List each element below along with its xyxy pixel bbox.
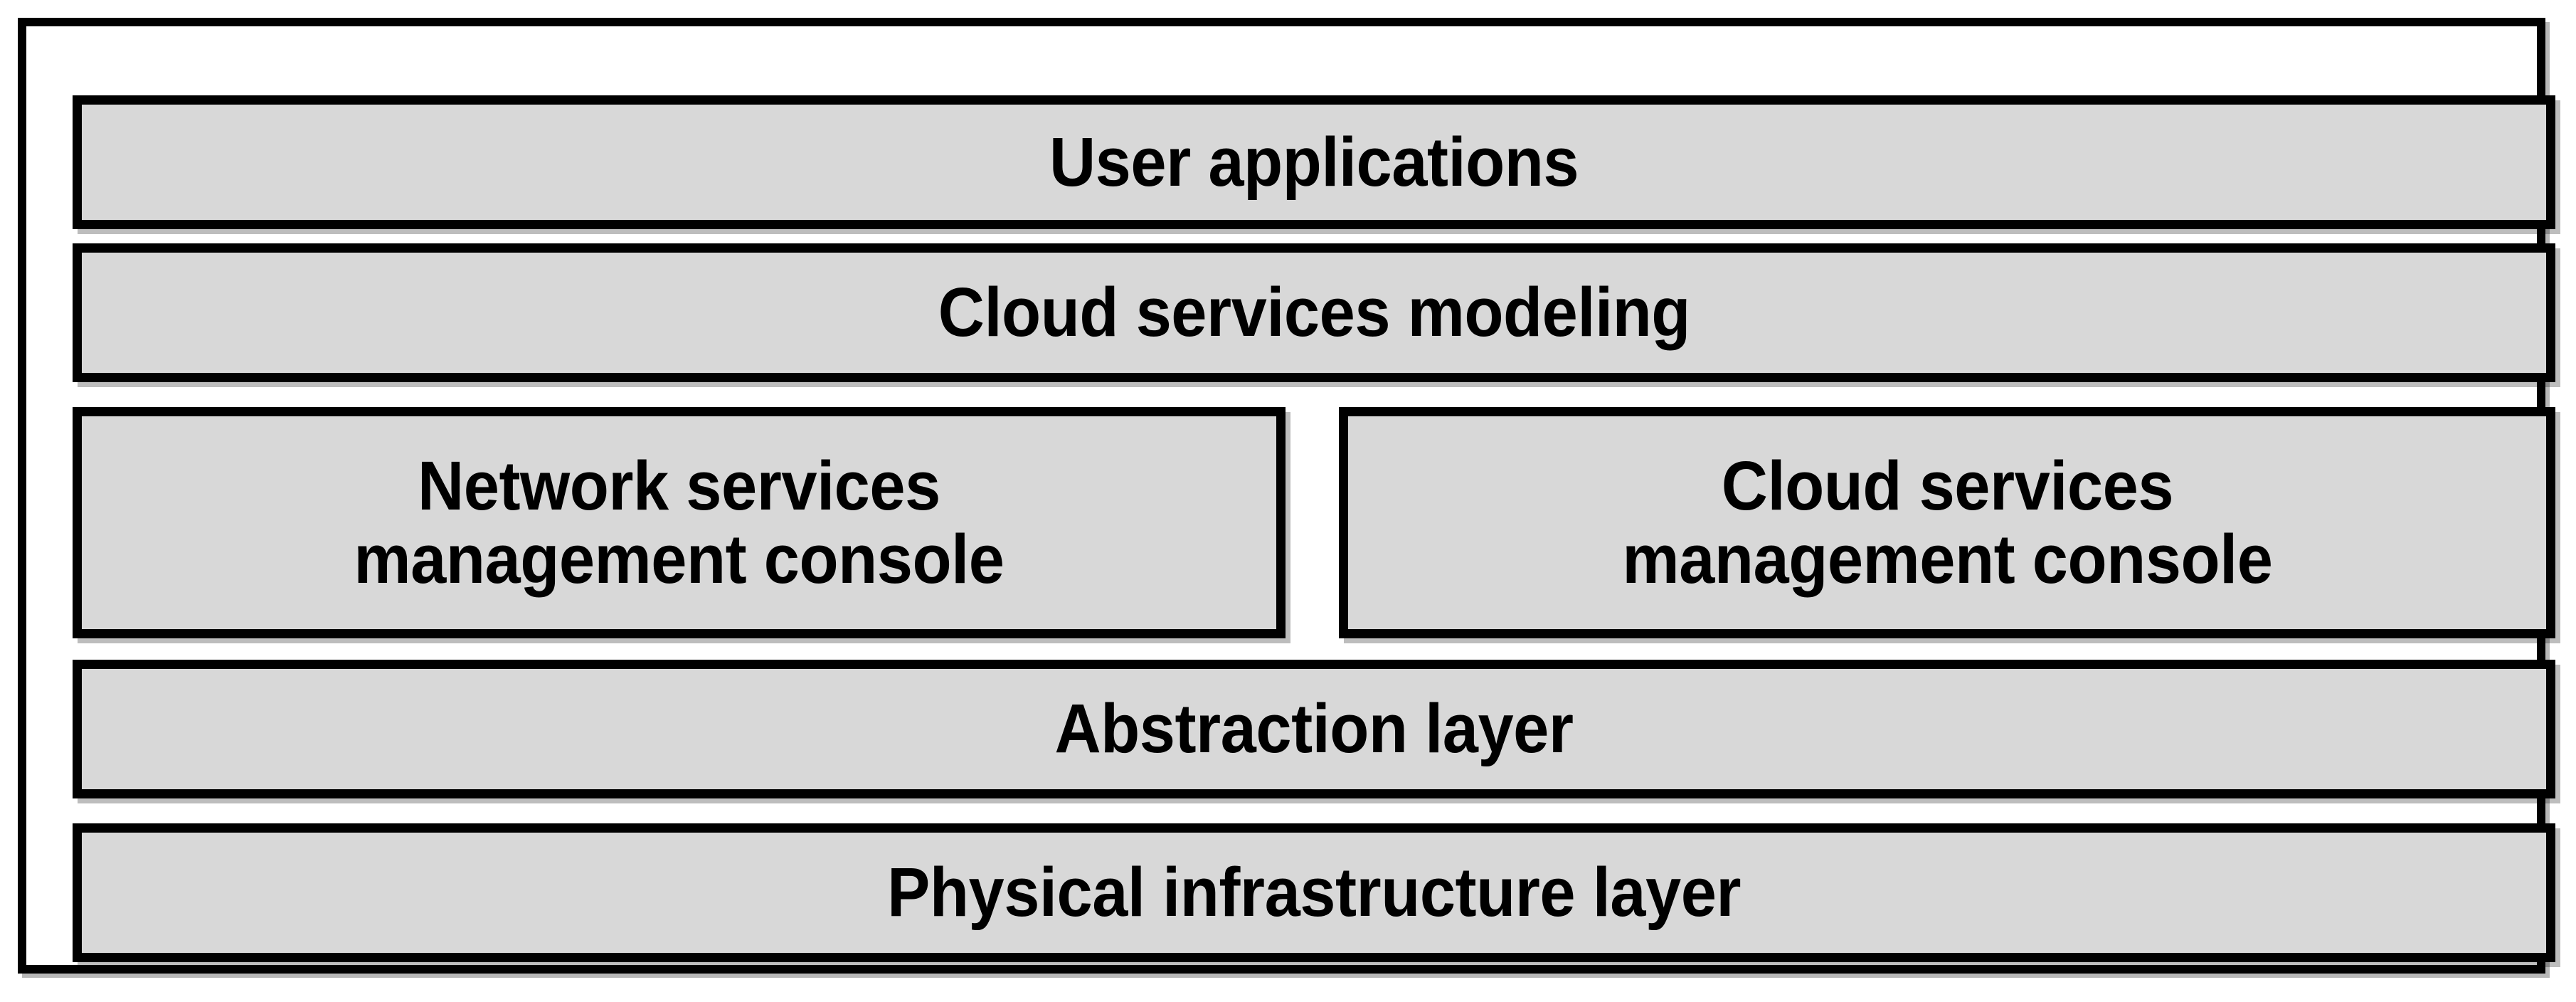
layer-box-network-services-management-console[interactable]: Network services management console [73,407,1286,638]
layer-box-physical-infrastructure-layer[interactable]: Physical infrastructure layer [73,823,2555,962]
layer-label-user-applications: User applications [1049,122,1579,201]
layer-label-cloud-services-management-console: Cloud services management console [1621,446,2273,598]
layer-box-cloud-services-modeling[interactable]: Cloud services modeling [73,243,2555,382]
layer-box-abstraction-layer[interactable]: Abstraction layer [73,660,2555,798]
layer-box-cloud-services-management-console[interactable]: Cloud services management console [1339,407,2555,638]
layer-box-user-applications[interactable]: User applications [73,95,2555,229]
diagram-outer-frame: User applications Cloud services modelin… [18,18,2555,974]
layer-label-physical-infrastructure-layer: Physical infrastructure layer [887,853,1741,932]
layer-label-abstraction-layer: Abstraction layer [1054,690,1574,768]
layer-label-cloud-services-modeling: Cloud services modeling [938,273,1690,352]
layer-label-network-services-management-console: Network services management console [354,446,1005,598]
